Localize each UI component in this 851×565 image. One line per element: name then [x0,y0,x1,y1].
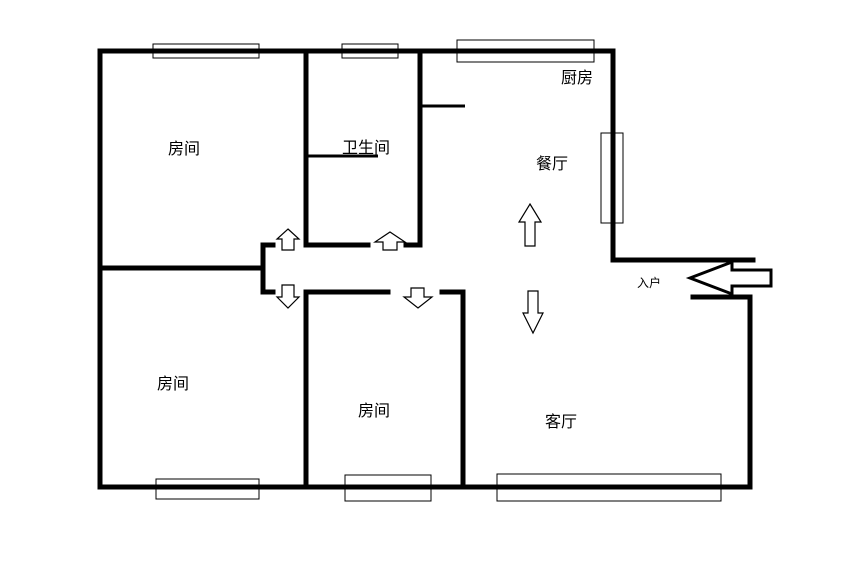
arrow-up-icon [373,231,407,251]
room-label-dining: 餐厅 [536,154,568,173]
room-label-bedroom-bottom-left: 房间 [157,374,189,393]
arrow-down-icon [402,287,434,309]
arrow-down-icon [275,284,301,309]
room-label-bedroom-top-left: 房间 [168,139,200,158]
room-label-entrance: 入户 [637,275,661,290]
walls [97,48,756,490]
room-label-living: 客厅 [545,412,577,431]
arrow-up-icon [275,228,301,251]
arrow-left-icon [685,259,773,297]
arrow-down-icon [522,290,544,335]
room-label-bedroom-bottom-middle: 房间 [358,401,390,420]
room-label-kitchen: 厨房 [561,68,593,87]
room-label-bathroom: 卫生间 [342,138,390,157]
arrows [275,202,773,335]
room-labels: 房间 卫生间 厨房 餐厅 房间 房间 客厅 入户 [157,68,661,431]
arrow-up-icon [517,202,543,247]
